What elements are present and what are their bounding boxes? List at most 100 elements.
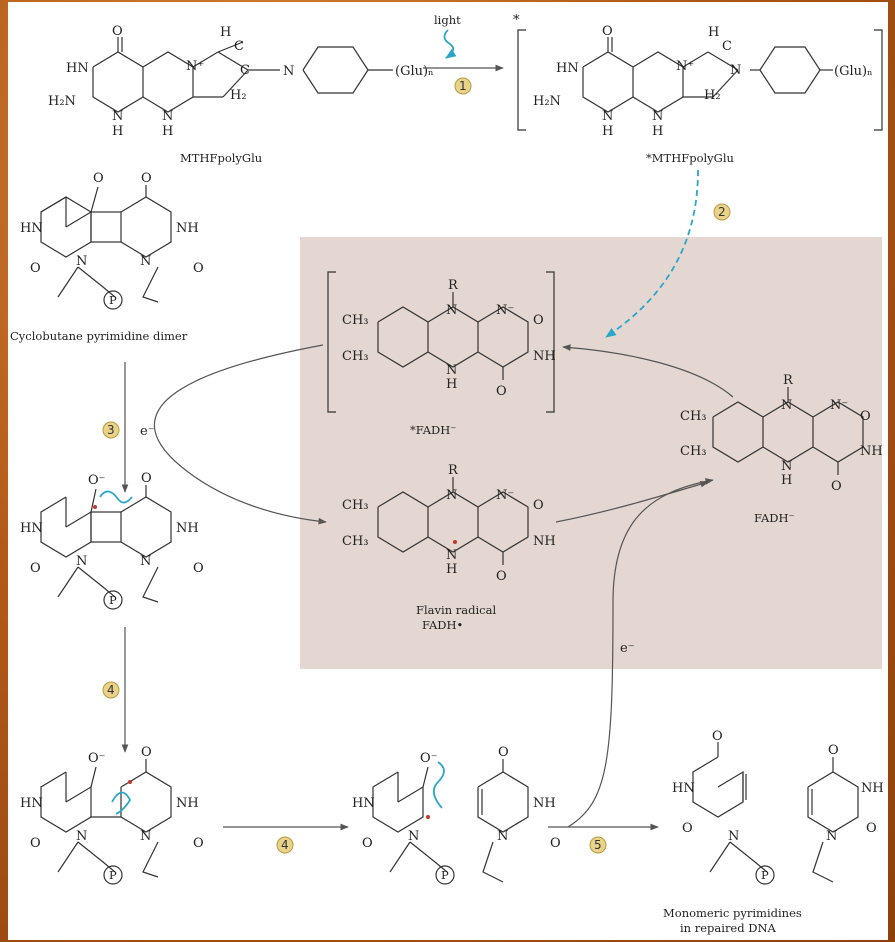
- atom-o: O: [866, 821, 877, 836]
- excited-star: *: [513, 13, 520, 28]
- atom-n: N: [497, 829, 508, 844]
- flavin-region-box: [300, 237, 882, 669]
- atom-o: O: [30, 561, 41, 576]
- atom-ch3: CH₃: [342, 313, 369, 328]
- atom-n: N: [283, 64, 294, 79]
- atom-h: H: [708, 25, 719, 40]
- figure-panel: O HN H₂N N H N H N⁺ H C C H₂ N (Glu)ₙ MT…: [8, 2, 888, 940]
- atom-h: H: [602, 124, 613, 139]
- atom-ch3: CH₃: [342, 498, 369, 513]
- radical-dot: [93, 505, 97, 509]
- atom-h2: H₂: [704, 88, 721, 103]
- atom-n: N: [728, 829, 739, 844]
- atom-o-minus: O⁻: [88, 473, 106, 488]
- atom-n: N: [408, 829, 419, 844]
- atom-ch3: CH₃: [342, 349, 369, 364]
- atom-n: N: [112, 109, 123, 124]
- atom-n: N: [140, 554, 151, 569]
- atom-n: N: [730, 63, 741, 78]
- radical-dot: [453, 540, 457, 544]
- atom-n: N: [162, 109, 173, 124]
- step-number-5: 5: [594, 838, 602, 852]
- glu-label: (Glu)ₙ: [834, 64, 873, 79]
- dimer-anion-structure: [40, 485, 172, 610]
- electron-return-arrow: [567, 478, 714, 828]
- atom-nh: NH: [176, 221, 199, 236]
- atom-hn: HN: [20, 521, 43, 536]
- atom-o: O: [682, 821, 693, 836]
- atom-n: N: [781, 398, 792, 413]
- atom-c: C: [240, 63, 250, 78]
- glu-label: (Glu)ₙ: [395, 64, 434, 79]
- atom-n: N: [76, 829, 87, 844]
- atom-n: N: [140, 254, 151, 269]
- atom-h: H: [162, 124, 173, 139]
- radical-dot: [426, 815, 430, 819]
- fadh-structure: [712, 387, 864, 475]
- phosphate-p: P: [109, 593, 117, 607]
- atom-ch3: CH₃: [680, 444, 707, 459]
- atom-o: O: [550, 836, 561, 851]
- atom-nh: NH: [533, 534, 556, 549]
- radical-dot: [128, 780, 132, 784]
- atom-r: R: [448, 463, 459, 478]
- atom-nh: NH: [861, 781, 884, 796]
- atom-hn: HN: [20, 221, 43, 236]
- atom-n-minus: N⁻: [496, 488, 514, 503]
- atom-n: N: [446, 303, 457, 318]
- atom-n-plus: N⁺: [186, 59, 204, 74]
- atom-o: O: [141, 471, 152, 486]
- atom-ch3: CH₃: [680, 409, 707, 424]
- atom-o: O: [141, 171, 152, 186]
- fadh-label: FADH⁻: [754, 511, 795, 525]
- atom-o: O: [533, 498, 544, 513]
- electron-push-arrow: [99, 490, 133, 504]
- atom-n-plus: N⁺: [676, 59, 694, 74]
- split-pyrimidine-structure: [372, 759, 529, 885]
- phosphate-p: P: [761, 868, 769, 882]
- atom-o: O: [828, 743, 839, 758]
- atom-n: N: [781, 459, 792, 474]
- atom-hn: HN: [66, 61, 89, 76]
- atom-c: C: [722, 39, 732, 54]
- mthf-label: MTHFpolyGlu: [180, 151, 262, 165]
- dimer-label: Cyclobutane pyrimidine dimer: [10, 329, 188, 343]
- atom-nh: NH: [533, 349, 556, 364]
- light-wave-icon: [443, 29, 457, 59]
- atom-r: R: [783, 373, 794, 388]
- atom-nh: NH: [860, 444, 883, 459]
- atom-h: H: [220, 25, 231, 40]
- atom-o-minus: O⁻: [88, 751, 106, 766]
- atom-nh: NH: [176, 521, 199, 536]
- step2-arrow: [605, 169, 699, 338]
- fadh-excited-structure: [327, 271, 555, 413]
- atom-n: N: [446, 548, 457, 563]
- atom-o: O: [141, 745, 152, 760]
- mthf-excited-label: *MTHFpolyGlu: [646, 151, 734, 165]
- atom-h: H: [446, 377, 457, 392]
- atom-o: O: [193, 836, 204, 851]
- monomeric-pyrimidines-structure: [692, 742, 859, 885]
- ring-opening-structure: [40, 759, 172, 885]
- step-number-4a: 4: [107, 683, 115, 697]
- step-badge-2: [713, 203, 731, 221]
- atom-o: O: [860, 409, 871, 424]
- atom-n: N: [446, 363, 457, 378]
- electron-label: e⁻: [140, 424, 155, 439]
- atom-n-minus: N⁻: [830, 398, 848, 413]
- atom-n: N: [652, 109, 663, 124]
- atom-nh: NH: [176, 796, 199, 811]
- atom-h: H: [446, 562, 457, 577]
- atom-c: C: [234, 39, 244, 54]
- phosphate-p: P: [109, 293, 117, 307]
- electron-push-arrow: [111, 791, 132, 815]
- atom-ch3: CH₃: [342, 534, 369, 549]
- atom-n: N: [826, 829, 837, 844]
- fadh-excited-label: *FADH⁻: [410, 423, 456, 437]
- atom-o: O: [30, 836, 41, 851]
- atom-o: O: [112, 24, 123, 39]
- atom-h: H: [112, 124, 123, 139]
- atom-h: H: [652, 124, 663, 139]
- step-badge-1: [454, 77, 472, 95]
- atom-o: O: [831, 479, 842, 494]
